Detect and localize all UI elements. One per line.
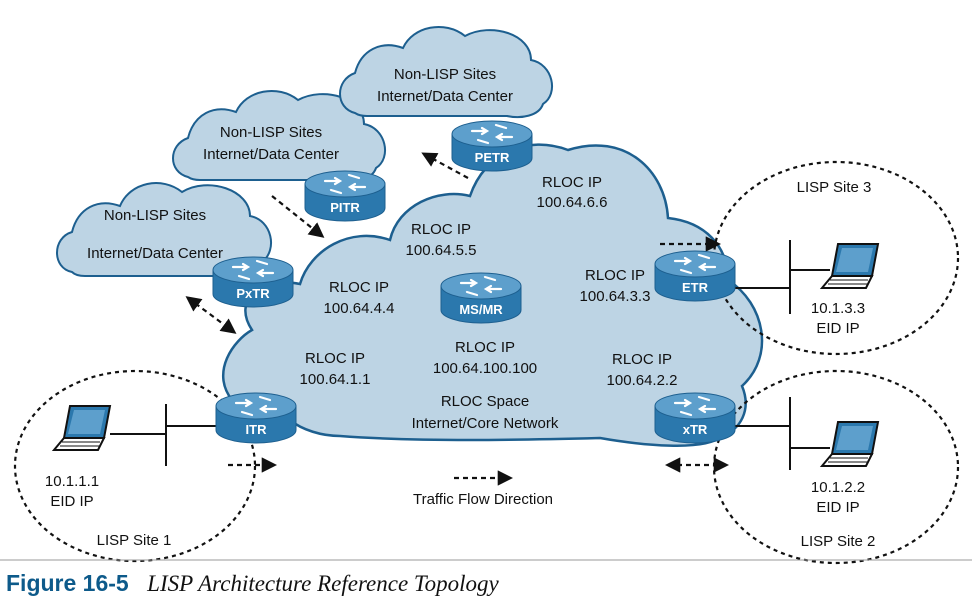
xtr-rloc-ip: 100.64.2.2 [607, 372, 678, 389]
etr-rloc-label: RLOC IP [585, 267, 645, 284]
site2-name: LISP Site 2 [801, 533, 876, 550]
core-cloud-line1: RLOC Space [441, 393, 529, 410]
pxtr-rloc-ip: 100.64.4.4 [324, 300, 395, 317]
etr-router-label: ETR [682, 280, 709, 295]
non-lisp-cloud-3-line1: Non-LISP Sites [394, 66, 496, 83]
site2-eid-label: EID IP [816, 499, 859, 516]
site1-eid-label: EID IP [50, 493, 93, 510]
msmr-rloc-label: RLOC IP [455, 339, 515, 356]
pitr-router-label: PITR [330, 200, 360, 215]
figure-caption: Figure 16-5 LISP Architecture Reference … [6, 570, 499, 596]
non-lisp-cloud-1-line1: Non-LISP Sites [104, 207, 206, 224]
petr-router-label: PETR [475, 150, 510, 165]
msmr-router-label: MS/MR [459, 302, 503, 317]
site3-eid-label: EID IP [816, 320, 859, 337]
pitr-rloc-ip: 100.64.5.5 [406, 242, 477, 259]
site3-eid: 10.1.3.3 [811, 300, 865, 317]
pxtr-router: PxTR [211, 255, 295, 309]
site3-laptop-icon [821, 243, 879, 289]
msmr-router: MS/MR [439, 271, 523, 325]
petr-rloc-label: RLOC IP [542, 174, 602, 191]
non-lisp-cloud-3-line2: Internet/Data Center [377, 88, 513, 105]
non-lisp-cloud-1-line2: Internet/Data Center [87, 245, 223, 262]
xtr-router-label: xTR [683, 422, 708, 437]
lisp-site-3-boundary [712, 160, 960, 356]
flow-arrow-to-pitr [271, 195, 325, 238]
etr-router: ETR [653, 249, 737, 303]
itr-router: ITR [214, 391, 298, 445]
itr-router-label: ITR [246, 422, 268, 437]
petr-router: PETR [450, 119, 534, 173]
site1-laptop-icon [53, 405, 111, 451]
etr-rloc-ip: 100.64.3.3 [580, 288, 651, 305]
lisp-site-2-boundary [712, 369, 960, 565]
msmr-rloc-ip: 100.64.100.100 [433, 360, 537, 377]
non-lisp-cloud-2-line1: Non-LISP Sites [220, 124, 322, 141]
pitr-router: PITR [303, 169, 387, 223]
figure-title: LISP Architecture Reference Topology [146, 571, 499, 596]
site1-name: LISP Site 1 [97, 532, 172, 549]
site1-eid: 10.1.1.1 [45, 473, 99, 490]
xtr-rloc-label: RLOC IP [612, 351, 672, 368]
pitr-rloc-label: RLOC IP [411, 221, 471, 238]
pxtr-router-label: PxTR [236, 286, 270, 301]
itr-rloc-label: RLOC IP [305, 350, 365, 367]
site3-name: LISP Site 3 [797, 179, 872, 196]
site2-laptop-icon [821, 421, 879, 467]
itr-rloc-ip: 100.64.1.1 [300, 371, 371, 388]
site2-eid: 10.1.2.2 [811, 479, 865, 496]
xtr-router: xTR [653, 391, 737, 445]
flow-arrow-pxtr [185, 296, 237, 334]
legend-label: Traffic Flow Direction [413, 491, 553, 508]
petr-rloc-ip: 100.64.6.6 [537, 194, 608, 211]
non-lisp-cloud-2-line2: Internet/Data Center [203, 146, 339, 163]
pxtr-rloc-label: RLOC IP [329, 279, 389, 296]
figure-number: Figure 16-5 [6, 570, 129, 596]
non-lisp-cloud-3 [339, 25, 553, 119]
core-cloud-line2: Internet/Core Network [412, 415, 559, 432]
